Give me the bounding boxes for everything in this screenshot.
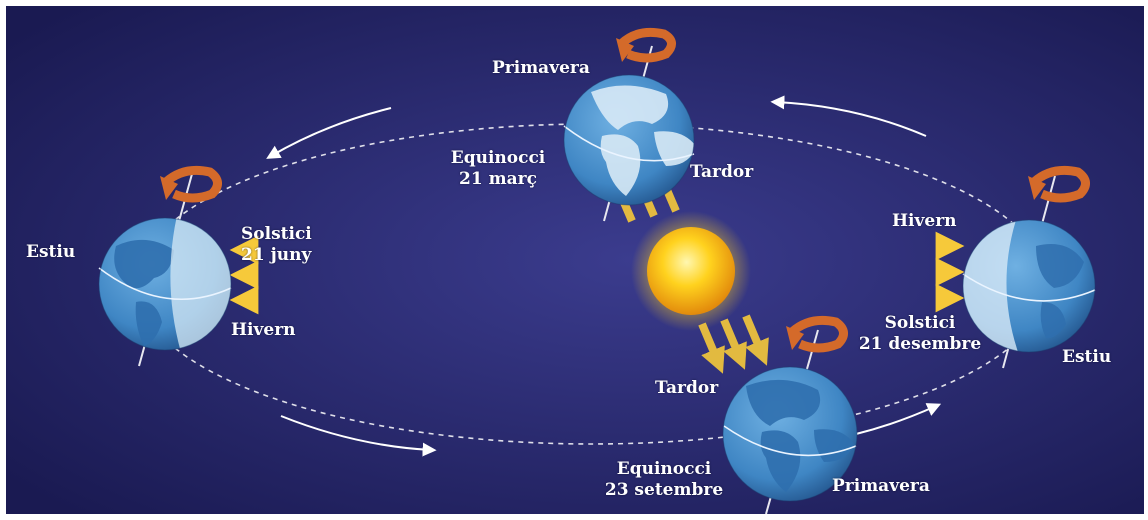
label-top-season: Primavera <box>492 58 590 78</box>
label-bottom-event-date: 23 setembre <box>604 480 724 500</box>
sun <box>631 211 751 331</box>
earth-right <box>962 175 1096 369</box>
label-top-opposite-season: Tardor <box>690 162 754 182</box>
label-bottom-season: Tardor <box>655 378 719 398</box>
rotation-arrow-left <box>160 165 222 203</box>
orbit-arrow-top-right <box>770 95 927 137</box>
label-right-opposite-season: Estiu <box>1062 347 1112 367</box>
label-left-event-date: 21 juny <box>241 245 312 265</box>
label-left-event-name: Solstici <box>241 224 312 244</box>
orbit-arrow-bottom-right <box>855 403 942 435</box>
label-top-event: Equinocci 21 març <box>444 148 552 190</box>
label-right-event: Solstici 21 desembre <box>852 313 988 355</box>
earth-top <box>563 45 695 222</box>
label-right-event-name: Solstici <box>884 313 956 333</box>
label-left-opposite-season: Hivern <box>231 320 296 340</box>
label-left-event: Solstici 21 juny <box>241 224 312 266</box>
rotation-arrow-bottom <box>786 315 848 353</box>
label-bottom-event-name: Equinocci <box>616 459 712 479</box>
label-bottom-opposite-season: Primavera <box>832 476 930 496</box>
label-right-season: Hivern <box>892 211 957 231</box>
earth-bottom <box>722 329 858 514</box>
label-right-event-date: 21 desembre <box>858 334 982 354</box>
sun-rays-right <box>818 231 965 313</box>
label-left-season: Estiu <box>26 242 76 262</box>
orbit-arrow-top-left <box>266 107 392 159</box>
rotation-arrow-top <box>616 27 676 63</box>
rotation-arrow-right <box>1028 165 1090 203</box>
label-top-event-date: 21 març <box>459 169 537 189</box>
label-top-event-name: Equinocci <box>450 148 546 168</box>
earth-orbit-diagram <box>6 6 1144 514</box>
sun-rays-bottom <box>698 314 769 374</box>
sun-rays-left <box>229 235 511 315</box>
orbit-arrow-bottom-left <box>280 415 437 457</box>
label-bottom-event: Equinocci 23 setembre <box>596 459 732 501</box>
